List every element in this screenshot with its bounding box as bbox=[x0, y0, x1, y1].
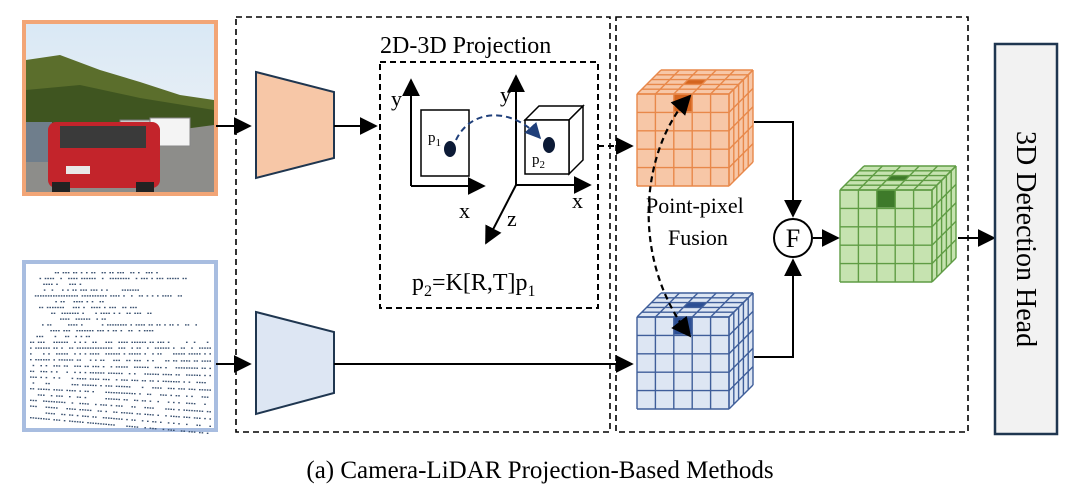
detection-head-label: 3D Detection Head bbox=[1010, 131, 1041, 347]
fusion-label-line2: Fusion bbox=[668, 225, 728, 250]
image-plane-axes bbox=[402, 78, 486, 195]
axis-3d-z: z bbox=[507, 206, 517, 231]
camera-encoder bbox=[255, 70, 335, 180]
projection-box bbox=[379, 61, 599, 309]
fused-feature-voxel bbox=[839, 165, 957, 283]
axis-2d-x: x bbox=[459, 198, 470, 223]
projection-formula: p2=K[R,T]p1 bbox=[412, 270, 536, 300]
fusion-operator-label: F bbox=[786, 224, 800, 253]
projection-title: 2D-3D Projection bbox=[380, 33, 551, 59]
fusion-operator-circle bbox=[773, 218, 813, 258]
point-pixel-correspondence-arrow bbox=[647, 94, 692, 338]
lidar-image bbox=[22, 260, 218, 434]
point-p1-label: p1 bbox=[428, 130, 441, 149]
lidar-feature-voxel bbox=[636, 292, 754, 410]
projection-arrow bbox=[455, 114, 542, 141]
camera-image bbox=[22, 20, 218, 196]
fusion-label-line1: Point-pixel bbox=[646, 193, 744, 218]
image-plane bbox=[420, 109, 470, 177]
encoder-projection-group bbox=[235, 16, 611, 433]
camera-3d-axes bbox=[485, 74, 592, 245]
figure-caption: (a) Camera-LiDAR Projection-Based Method… bbox=[306, 457, 773, 484]
axis-2d-y: y bbox=[391, 86, 402, 111]
point-p2 bbox=[543, 137, 555, 153]
arrow-camera-voxel-to-fusion bbox=[754, 121, 802, 218]
axis-3d-x: x bbox=[572, 188, 583, 213]
point-p1 bbox=[444, 141, 456, 157]
lidar-encoder bbox=[255, 310, 335, 416]
detection-head-box bbox=[993, 42, 1059, 436]
axis-3d-y: y bbox=[500, 82, 511, 107]
arrow-lidar-voxel-to-fusion bbox=[754, 258, 802, 358]
point-p2-label: p2 bbox=[532, 152, 545, 171]
fusion-group bbox=[615, 16, 969, 433]
